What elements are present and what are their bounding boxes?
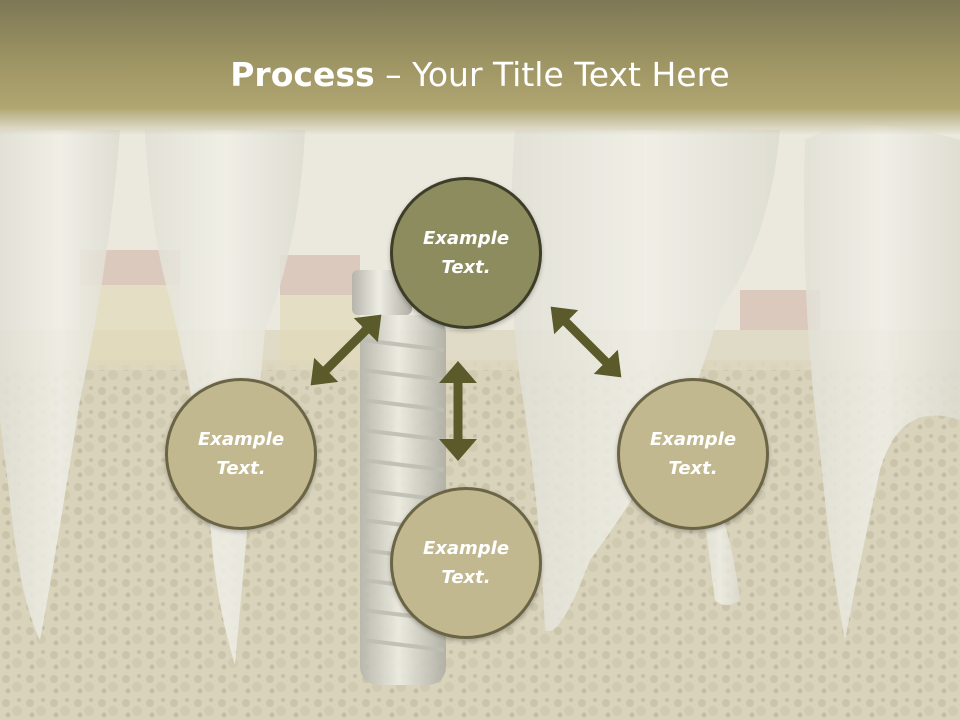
double-arrow-icon (310, 314, 382, 386)
title-bar (0, 0, 960, 135)
process-node-bottom[interactable]: Example Text. (390, 487, 542, 639)
node-bottom-text: Example Text. (422, 538, 510, 588)
page-title: Process – Your Title Text Here (0, 52, 960, 98)
title-bold: Process (230, 55, 375, 94)
process-node-left[interactable]: Example Text. (165, 378, 317, 530)
node-left-text: Example Text. (197, 429, 285, 479)
double-arrow-icon (550, 306, 622, 378)
process-node-right[interactable]: Example Text. (617, 378, 769, 530)
title-rest: – Your Title Text Here (374, 55, 730, 94)
node-top-text: Example Text. (422, 228, 510, 278)
process-node-top[interactable]: Example Text. (390, 177, 542, 329)
double-arrow-icon (439, 361, 477, 461)
node-right-text: Example Text. (649, 429, 737, 479)
